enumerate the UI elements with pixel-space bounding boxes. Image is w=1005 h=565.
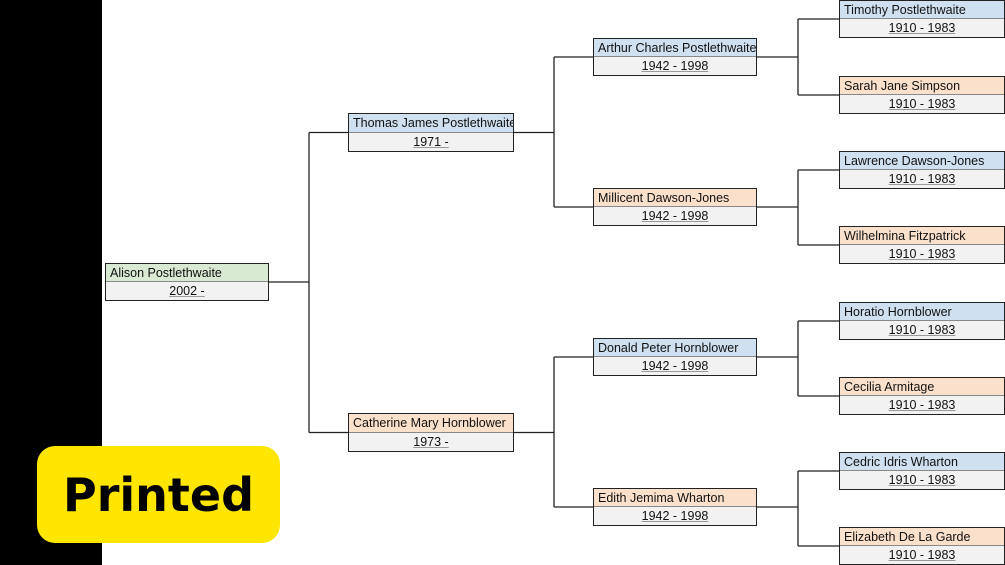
person-name: Cedric Idris Wharton xyxy=(840,453,1004,471)
printed-badge: Printed xyxy=(37,446,280,543)
person-dates: 1942 - 1998 xyxy=(594,357,756,375)
person-dates: 1910 - 1983 xyxy=(840,19,1004,37)
person-dates: 1971 - xyxy=(349,132,513,151)
person-dates: 1910 - 1983 xyxy=(840,245,1004,263)
person-dates: 1910 - 1983 xyxy=(840,170,1004,188)
person-name: Alison Postlethwaite xyxy=(106,264,268,282)
person-name: Lawrence Dawson-Jones xyxy=(840,152,1004,170)
person-name: Elizabeth De La Garde xyxy=(840,528,1004,546)
person-name: Wilhelmina Fitzpatrick xyxy=(840,227,1004,245)
person-name: Horatio Hornblower xyxy=(840,303,1004,321)
person-dates: 1910 - 1983 xyxy=(840,546,1004,564)
person-dates: 1910 - 1983 xyxy=(840,396,1004,414)
person-name: Edith Jemima Wharton xyxy=(594,489,756,507)
person-dates: 1973 - xyxy=(349,432,513,451)
person-name: Timothy Postlethwaite xyxy=(840,1,1004,19)
person-name: Millicent Dawson-Jones xyxy=(594,189,756,207)
person-dates: 2002 - xyxy=(106,282,268,300)
person-dates: 1942 - 1998 xyxy=(594,507,756,525)
person-name: Catherine Mary Hornblower xyxy=(349,414,513,433)
person-name: Donald Peter Hornblower xyxy=(594,339,756,357)
person-dates: 1910 - 1983 xyxy=(840,321,1004,339)
person-dates: 1910 - 1983 xyxy=(840,95,1004,113)
person-name: Thomas James Postlethwaite xyxy=(349,114,513,133)
person-name: Cecilia Armitage xyxy=(840,378,1004,396)
person-name: Arthur Charles Postlethwaite xyxy=(594,39,756,57)
person-dates: 1910 - 1983 xyxy=(840,471,1004,489)
person-dates: 1942 - 1998 xyxy=(594,57,756,75)
person-name: Sarah Jane Simpson xyxy=(840,77,1004,95)
person-dates: 1942 - 1998 xyxy=(594,207,756,225)
